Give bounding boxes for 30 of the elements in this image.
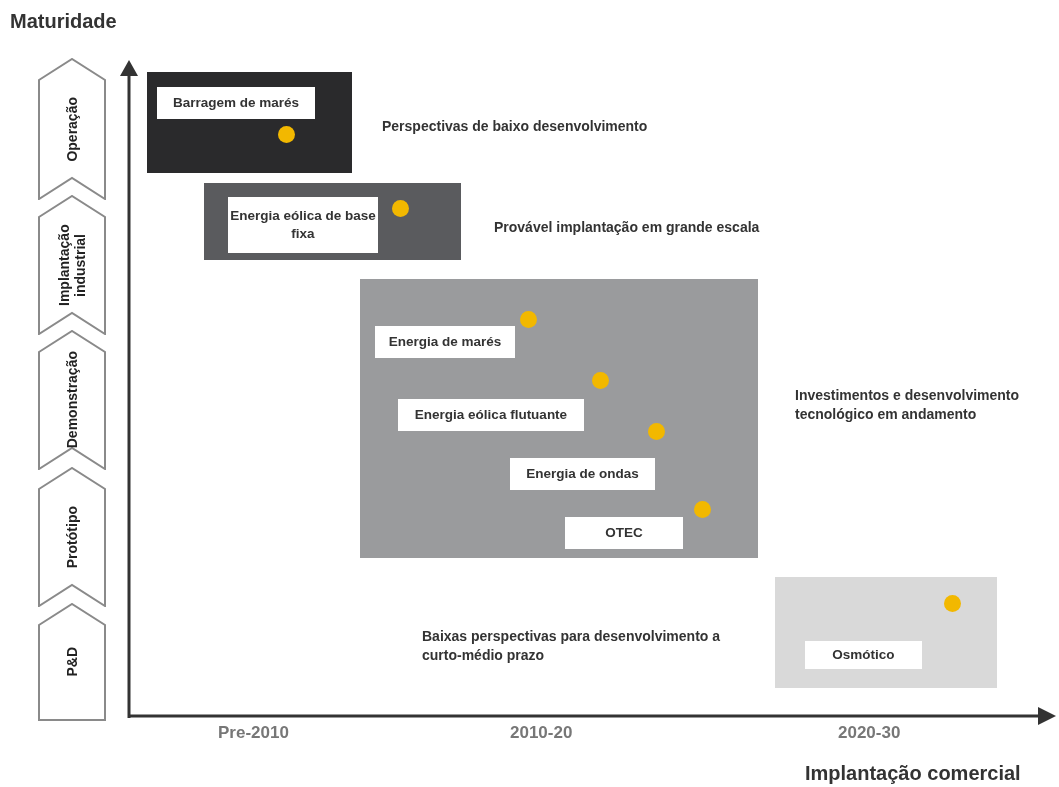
technology-label: Osmótico bbox=[805, 641, 922, 669]
axis-tick-label: 2010-20 bbox=[510, 722, 573, 744]
technology-label: OTEC bbox=[565, 517, 683, 549]
technology-label: Barragem de marés bbox=[157, 87, 315, 119]
annotation-text: Perspectivas de baixo desenvolvimento bbox=[382, 117, 648, 136]
chevron-stage bbox=[38, 58, 106, 200]
chevron-stage bbox=[38, 603, 106, 721]
chevron-stage bbox=[38, 330, 106, 470]
annotation-text: Provável implantação em grande escala bbox=[494, 218, 760, 237]
axis-tick-label: Pre-2010 bbox=[218, 722, 289, 744]
stage-label: P&D bbox=[64, 647, 80, 677]
maturity-panel bbox=[360, 279, 758, 558]
stage-label: Protótipo bbox=[64, 505, 80, 569]
axis-title: Implantação comercial bbox=[805, 761, 1021, 786]
chevron-stage bbox=[38, 195, 106, 335]
annotation-text: Baixas perspectivas para desenvolvimento a curto-médio prazo bbox=[422, 627, 722, 665]
maturity-panel bbox=[775, 577, 997, 688]
technology-label: Energia eólica de base fixa bbox=[228, 197, 378, 253]
stage-label: Operação bbox=[64, 96, 80, 162]
stage-label: Implantação industrial bbox=[56, 223, 88, 308]
stage-label: Demonstração bbox=[64, 351, 80, 449]
technology-label: Energia de marés bbox=[375, 326, 515, 358]
axis-title: Maturidade bbox=[10, 9, 117, 34]
technology-label: Energia de ondas bbox=[510, 458, 655, 490]
maturity-panel bbox=[204, 183, 461, 260]
axis-tick-label: 2020-30 bbox=[838, 722, 901, 744]
technology-label: Energia eólica flutuante bbox=[398, 399, 584, 431]
maturity-panel bbox=[147, 72, 352, 173]
chevron-stage bbox=[38, 467, 106, 607]
annotation-text: Investimentos e desenvolvimento tecnológico em andamento bbox=[795, 386, 1021, 424]
